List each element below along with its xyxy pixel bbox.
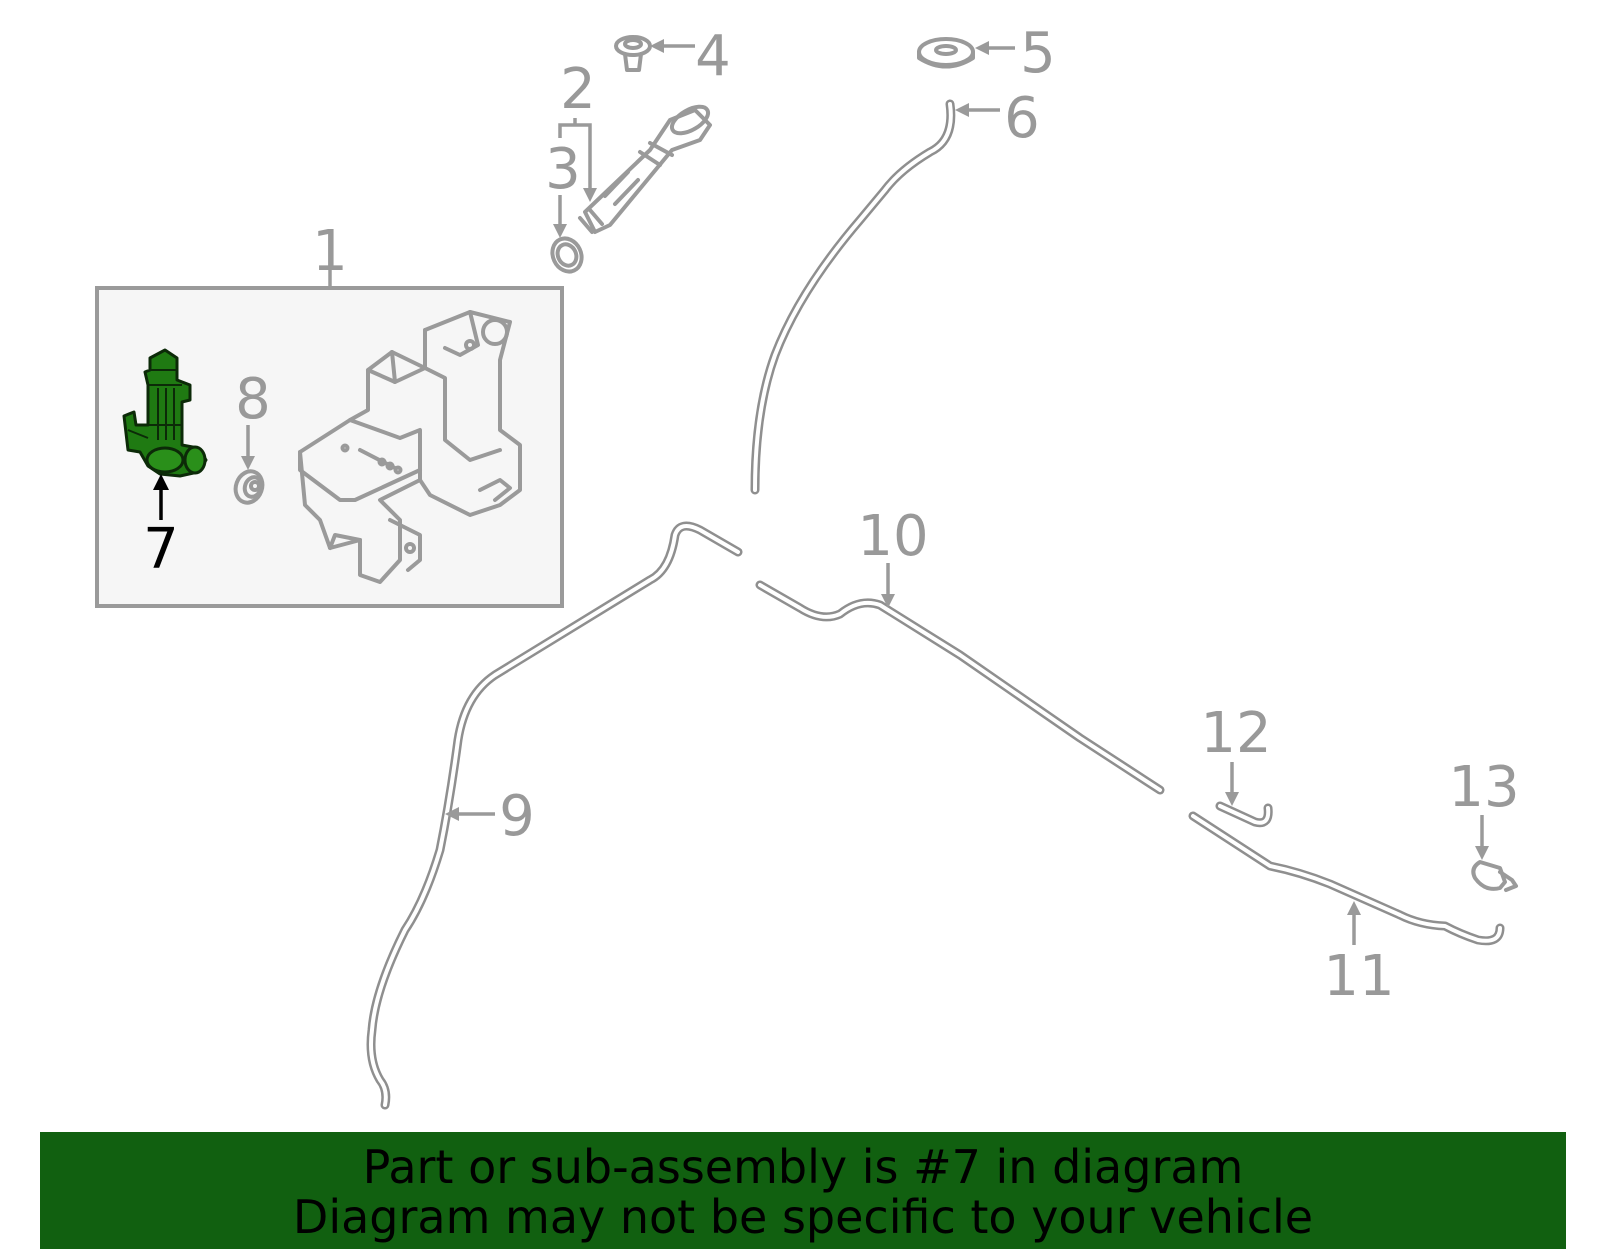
callout-5: 5 <box>1020 21 1056 86</box>
callout-2: 2 <box>560 57 596 122</box>
clip <box>614 35 652 72</box>
callout-1: 1 <box>312 219 348 284</box>
seal-washer <box>917 37 975 69</box>
connector-12 <box>1215 801 1273 828</box>
callout-7: 7 <box>143 517 179 582</box>
grommet <box>233 469 265 505</box>
callout-10: 10 <box>857 504 928 569</box>
washer-nozzle <box>1471 860 1518 892</box>
diagram-notice-banner: Part or sub-assembly is #7 in diagram Di… <box>40 1132 1566 1249</box>
filler-neck <box>578 104 712 234</box>
callout-12: 12 <box>1200 701 1271 766</box>
callout-9: 9 <box>499 784 535 849</box>
callout-13: 13 <box>1448 755 1519 820</box>
callout-3: 3 <box>545 137 581 202</box>
o-ring <box>550 236 584 274</box>
callout-4: 4 <box>695 24 731 89</box>
hose-10 <box>755 580 1165 795</box>
callout-11: 11 <box>1323 944 1394 1009</box>
callout-6: 6 <box>1004 86 1040 151</box>
hose-6 <box>750 99 956 495</box>
hose-9 <box>366 521 743 1110</box>
hose-11 <box>1188 811 1505 946</box>
washer-pump-highlighted[interactable] <box>122 348 208 478</box>
callout-8: 8 <box>235 367 271 432</box>
washer-reservoir <box>298 310 522 584</box>
banner-line-1: Part or sub-assembly is #7 in diagram <box>362 1140 1244 1194</box>
banner-line-2: Diagram may not be specific to your vehi… <box>292 1190 1314 1244</box>
